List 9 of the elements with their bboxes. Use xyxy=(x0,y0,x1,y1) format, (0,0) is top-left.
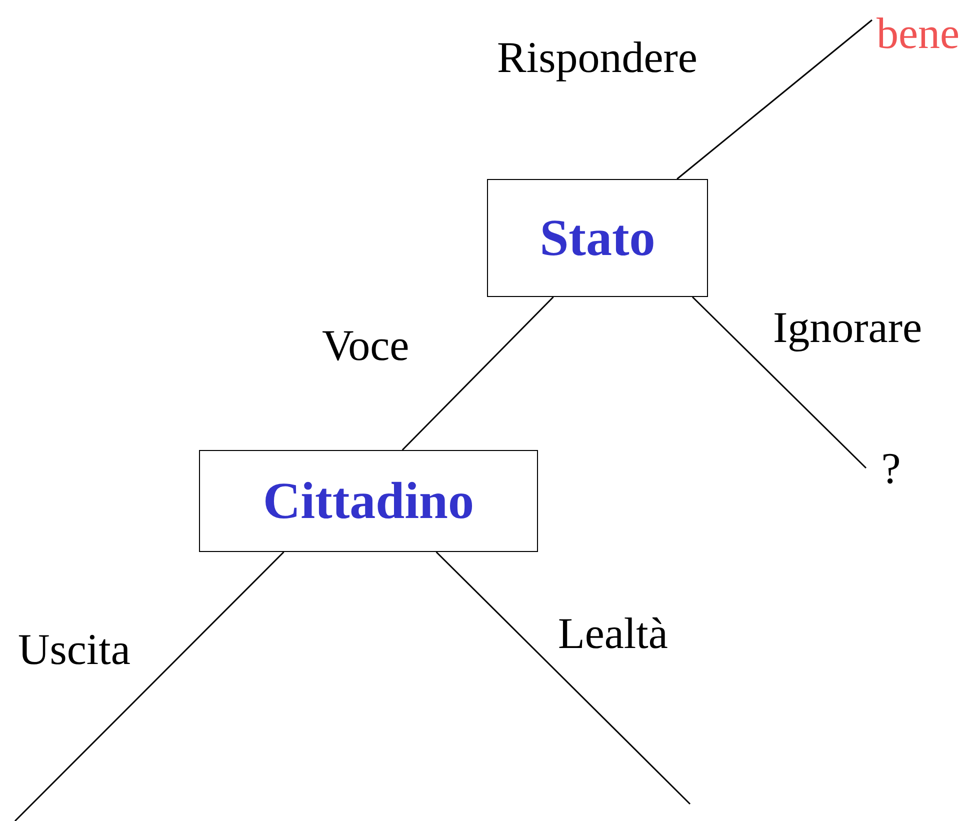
outcome-text: ? xyxy=(866,440,916,496)
branch-line xyxy=(14,551,284,821)
branch-line xyxy=(436,551,691,805)
player-box: Cittadino xyxy=(199,450,538,552)
branch-line xyxy=(692,296,867,469)
player-box: Stato xyxy=(487,179,708,297)
outcome-text: bene xyxy=(872,8,964,58)
branch-line xyxy=(676,19,872,180)
branch-line xyxy=(402,296,554,451)
